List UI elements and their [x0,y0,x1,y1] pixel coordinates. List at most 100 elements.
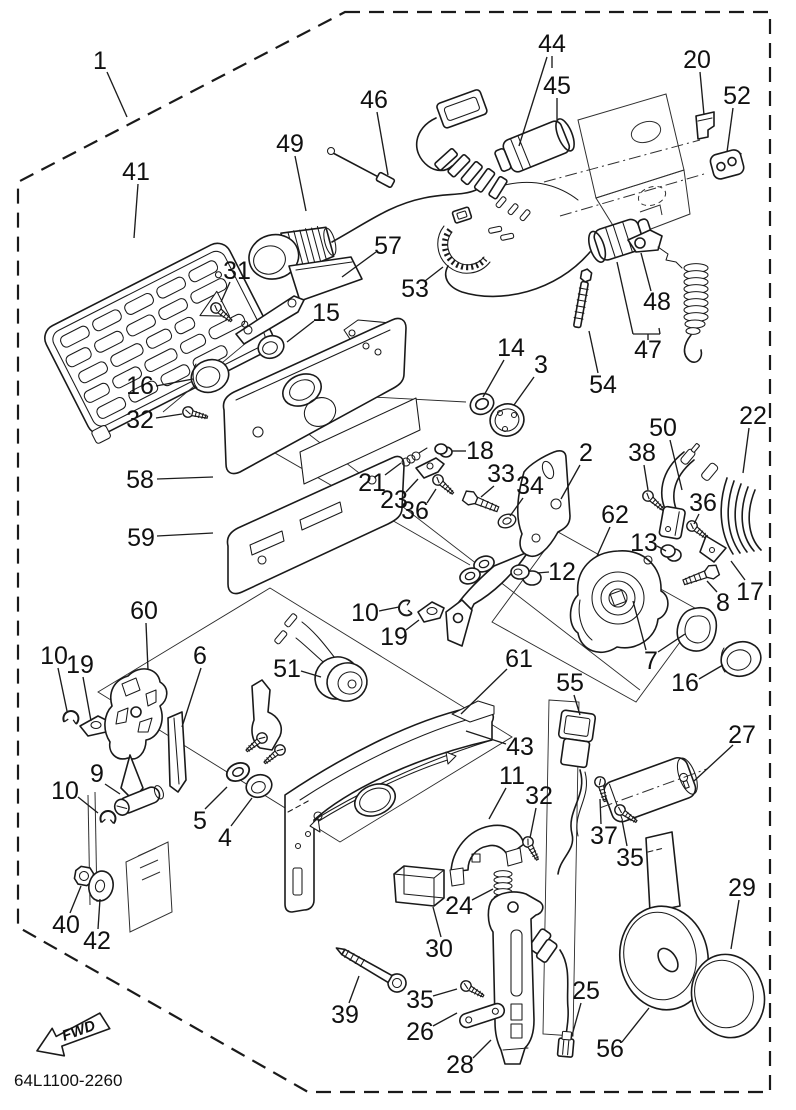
part-label-52-58: 52 [723,82,751,110]
leader-line-32 [529,807,537,839]
leader-line-28 [472,1039,492,1059]
bolt-33 [461,488,502,517]
part-label-8-7: 8 [716,589,730,617]
part-label-1-0: 1 [93,47,107,75]
leader-line-10 [378,606,400,612]
leader-line-15 [286,320,315,343]
leader-line-11 [488,787,507,820]
leader-line-56 [621,1007,650,1043]
screw-32-bottom [520,834,543,863]
part-label-42-48: 42 [83,927,111,955]
upper-panel-58 [222,317,421,485]
anchor-block-52 [709,149,745,180]
bracket-plate-31 [235,295,305,345]
leader-line-36 [426,488,437,504]
clip-10-upper [61,708,81,726]
part-label-4-3: 4 [218,824,232,852]
part-label-51-57: 51 [273,655,301,683]
part-label-30-33: 30 [425,935,453,963]
leader-line-14 [482,359,505,398]
leader-line-6 [181,667,202,728]
link-19-right [417,601,445,623]
part-label-19-21: 19 [66,651,94,679]
part-label-13-14: 13 [630,529,658,557]
part-label-6-5: 6 [193,642,207,670]
part-label-5-4: 5 [193,807,207,835]
plate-57 [162,256,363,413]
trim-switch-55 [528,709,597,1058]
part-label-34-38: 34 [516,472,544,500]
bushing-12 [510,564,542,586]
wire-harness-44 [331,89,579,243]
part-label-38-44: 38 [628,439,656,467]
leader-line-60 [145,622,149,671]
leader-line-46 [376,111,389,176]
part-label-48-54: 48 [643,288,671,316]
part-label-35-39: 35 [616,844,644,872]
leader-line-10 [77,796,99,814]
part-label-20-23: 20 [683,46,711,74]
part-label-23-26: 23 [380,486,408,514]
part-label-21-24: 21 [358,469,386,497]
leader-line-7 [632,600,647,651]
leader-line-40 [69,885,82,914]
part-label-35-40: 35 [406,986,434,1014]
leader-line-33 [480,485,495,498]
part-label-16-18: 16 [671,669,699,697]
leader-line-44 [518,56,548,147]
bolt-8 [680,562,721,590]
part-label-11-12: 11 [499,762,525,790]
part-label-22-25: 22 [739,402,767,430]
leader-line-36 [693,513,700,525]
part-label-16-17: 16 [126,372,154,400]
grommet-16-left [190,358,230,394]
leader-line-39 [348,975,360,1004]
pin-9 [113,785,165,816]
part-label-33-37: 33 [487,460,515,488]
leader-line-16 [155,378,194,387]
part-label-46-52: 46 [360,86,388,114]
leader-line-13 [656,545,667,552]
part-label-10-9: 10 [40,642,68,670]
part-label-14-15: 14 [497,334,525,362]
part-label-10-10: 10 [51,777,79,805]
part-label-32-35: 32 [126,406,154,434]
clip-10-right [396,598,414,618]
screw-54 [573,268,593,329]
part-label-36-41: 36 [689,489,717,517]
part-label-58-64: 58 [126,466,154,494]
leader-line-17 [730,560,746,581]
part-label-47-53: 47 [634,336,662,364]
leader-line-21 [384,462,402,476]
leader-line-51 [300,670,322,678]
shift-bracket-2 [445,450,571,647]
mounting-bracket-phantom [543,93,705,241]
clip-20 [695,111,715,140]
part-label-41-47: 41 [122,158,150,186]
leader-line-19 [405,619,420,631]
screw-35-bottom [458,978,487,1002]
part-label-36-42: 36 [401,497,429,525]
part-label-31-34: 31 [223,257,251,285]
leader-line-54 [588,330,599,374]
leader-line-61 [460,668,508,715]
leader-line-25 [570,1002,582,1040]
switch-plate-3 [489,403,525,437]
leader-line-43 [465,730,507,745]
leader-line-31 [220,281,231,303]
part-label-27-30: 27 [728,721,756,749]
part-label-49-55: 49 [276,130,304,158]
part-label-55-61: 55 [556,669,584,697]
part-label-25-28: 25 [572,977,600,1005]
leader-line-29 [730,899,740,950]
leader-line-30 [432,906,442,938]
washer-42 [88,870,114,902]
leader-line-10 [57,667,68,712]
part-label-15-16: 15 [312,299,340,327]
part-label-40-46: 40 [52,911,80,939]
leader-line-35 [621,819,628,847]
plate-23 [415,457,445,479]
part-label-44-50: 44 [538,30,566,58]
